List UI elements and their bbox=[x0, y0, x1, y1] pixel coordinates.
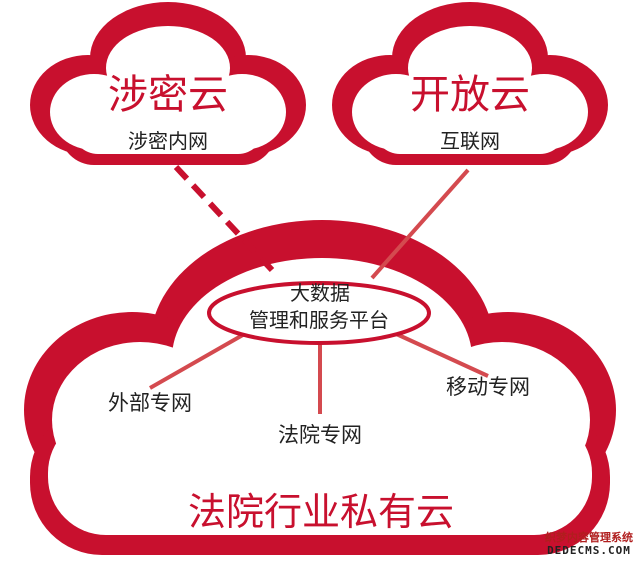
secret-cloud-title: 涉密云 bbox=[108, 72, 228, 118]
external-network-label: 外部专网 bbox=[108, 391, 192, 415]
platform-label-line1: 大数据 bbox=[290, 281, 350, 305]
data-platform: 大数据 管理和服务平台 bbox=[207, 281, 431, 345]
connector-open-to-platform bbox=[370, 168, 470, 280]
watermark: 织梦内容管理系统 DEDECMS.COM bbox=[545, 531, 633, 557]
secret-cloud-fill bbox=[50, 26, 286, 154]
internet-label: 互联网 bbox=[440, 129, 500, 153]
open-cloud-fill bbox=[352, 26, 588, 154]
watermark-en: DEDECMS.COM bbox=[547, 544, 631, 557]
private-cloud-title: 法院行业私有云 bbox=[188, 490, 454, 534]
open-cloud: 开放云 互联网 bbox=[332, 2, 608, 165]
connector-platform-to-mobile bbox=[391, 330, 489, 378]
connectors bbox=[149, 164, 489, 414]
open-cloud-title: 开放云 bbox=[410, 72, 530, 118]
secret-intranet-label: 涉密内网 bbox=[128, 129, 208, 153]
platform-label-line2: 管理和服务平台 bbox=[249, 308, 389, 332]
watermark-cn: 织梦内容管理系统 bbox=[545, 531, 633, 544]
secret-cloud: 涉密云 涉密内网 bbox=[30, 2, 306, 165]
platform-ellipse bbox=[207, 281, 431, 345]
connector-platform-to-external bbox=[149, 330, 249, 390]
court-network-label: 法院专网 bbox=[278, 423, 362, 447]
mobile-network-label: 移动专网 bbox=[446, 375, 530, 399]
